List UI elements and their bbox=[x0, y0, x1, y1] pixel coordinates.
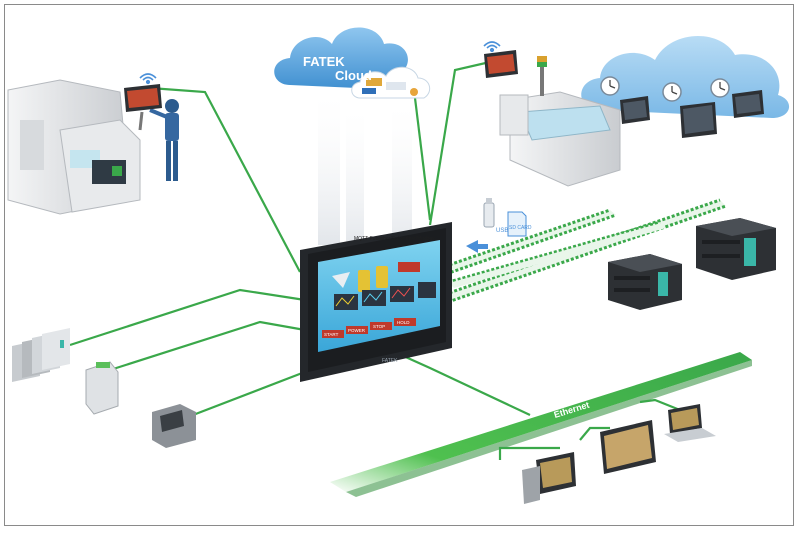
wifi-icon bbox=[139, 73, 157, 85]
link-ethernet-laptop bbox=[639, 398, 681, 412]
connection-lines bbox=[69, 60, 681, 460]
laptop bbox=[664, 404, 716, 442]
link-controller bbox=[179, 368, 311, 422]
hmi-button bbox=[322, 330, 344, 338]
logo-mqtt-badge bbox=[366, 78, 382, 86]
io-module-rack bbox=[12, 328, 70, 382]
hmi-process-graphic bbox=[332, 262, 436, 310]
din-rail-device bbox=[85, 361, 119, 415]
hmi-button bbox=[346, 326, 368, 334]
diagram-border bbox=[4, 4, 794, 526]
link-din-device bbox=[109, 320, 306, 372]
link-hmi-ethernet bbox=[389, 348, 531, 416]
hmi-brand-text: FATEK bbox=[382, 358, 398, 364]
factory-production-line bbox=[7, 79, 141, 215]
wifi-icon bbox=[483, 41, 501, 53]
hmi-button-label: HOLD bbox=[397, 320, 410, 325]
logo-windows-badge bbox=[362, 88, 376, 94]
plc-module bbox=[696, 218, 776, 280]
cloud-service-text: Cloud bbox=[335, 68, 372, 83]
packaging-machine bbox=[483, 41, 621, 187]
link-operator-hmi bbox=[149, 86, 301, 273]
hmi-button bbox=[370, 322, 392, 330]
remote-hmi-panel bbox=[680, 102, 717, 138]
cloud-beams bbox=[318, 95, 412, 255]
link-ethernet-panel-pc bbox=[498, 446, 560, 460]
cloud-brand-text: FATEK bbox=[303, 54, 345, 69]
link-io-module bbox=[69, 288, 306, 347]
usb-drive-icon: USB bbox=[483, 198, 508, 234]
hmi-button-label: START bbox=[324, 332, 339, 337]
sd-card-icon: SD CARD bbox=[507, 211, 532, 237]
link-ethernet-monitor bbox=[579, 426, 610, 441]
panel-pc bbox=[522, 452, 576, 504]
plc-module bbox=[608, 254, 682, 310]
link-cloud-hmi bbox=[413, 97, 432, 221]
arrow-icon bbox=[466, 240, 488, 253]
sd-card-label: SD CARD bbox=[509, 225, 532, 231]
hmi-button-label: POWER bbox=[348, 328, 366, 333]
remote-cloud bbox=[581, 36, 790, 138]
clock-icon bbox=[662, 82, 682, 102]
ethernet-backbone bbox=[330, 352, 752, 497]
hmi-button bbox=[394, 318, 416, 326]
central-hmi-panel: MQTT Publisher/Subscriber/Modbus START P… bbox=[300, 222, 452, 382]
clock-icon bbox=[600, 76, 620, 96]
monitor-hmi bbox=[600, 420, 656, 474]
hmi-button-label: STOP bbox=[373, 324, 385, 329]
operator-figure bbox=[149, 99, 179, 181]
plc-bus bbox=[439, 198, 727, 304]
machine-hmi-panel bbox=[484, 50, 518, 78]
controller-unit bbox=[152, 404, 196, 448]
fatek-cloud: FATEK Cloud bbox=[274, 27, 431, 99]
remote-hmi-panel bbox=[620, 96, 650, 124]
hmi-title-text: MQTT Publisher/Subscriber/Modbus bbox=[354, 236, 435, 242]
remote-hmi-panel bbox=[732, 90, 764, 118]
hmi-buttons: START POWER STOP HOLD bbox=[322, 318, 416, 338]
usb-label: USB bbox=[496, 228, 508, 234]
wall-hmi-panel bbox=[124, 84, 162, 131]
clock-icon bbox=[710, 78, 730, 98]
link-hmi-machine bbox=[428, 60, 491, 226]
logo-cloud-badge bbox=[386, 82, 406, 90]
